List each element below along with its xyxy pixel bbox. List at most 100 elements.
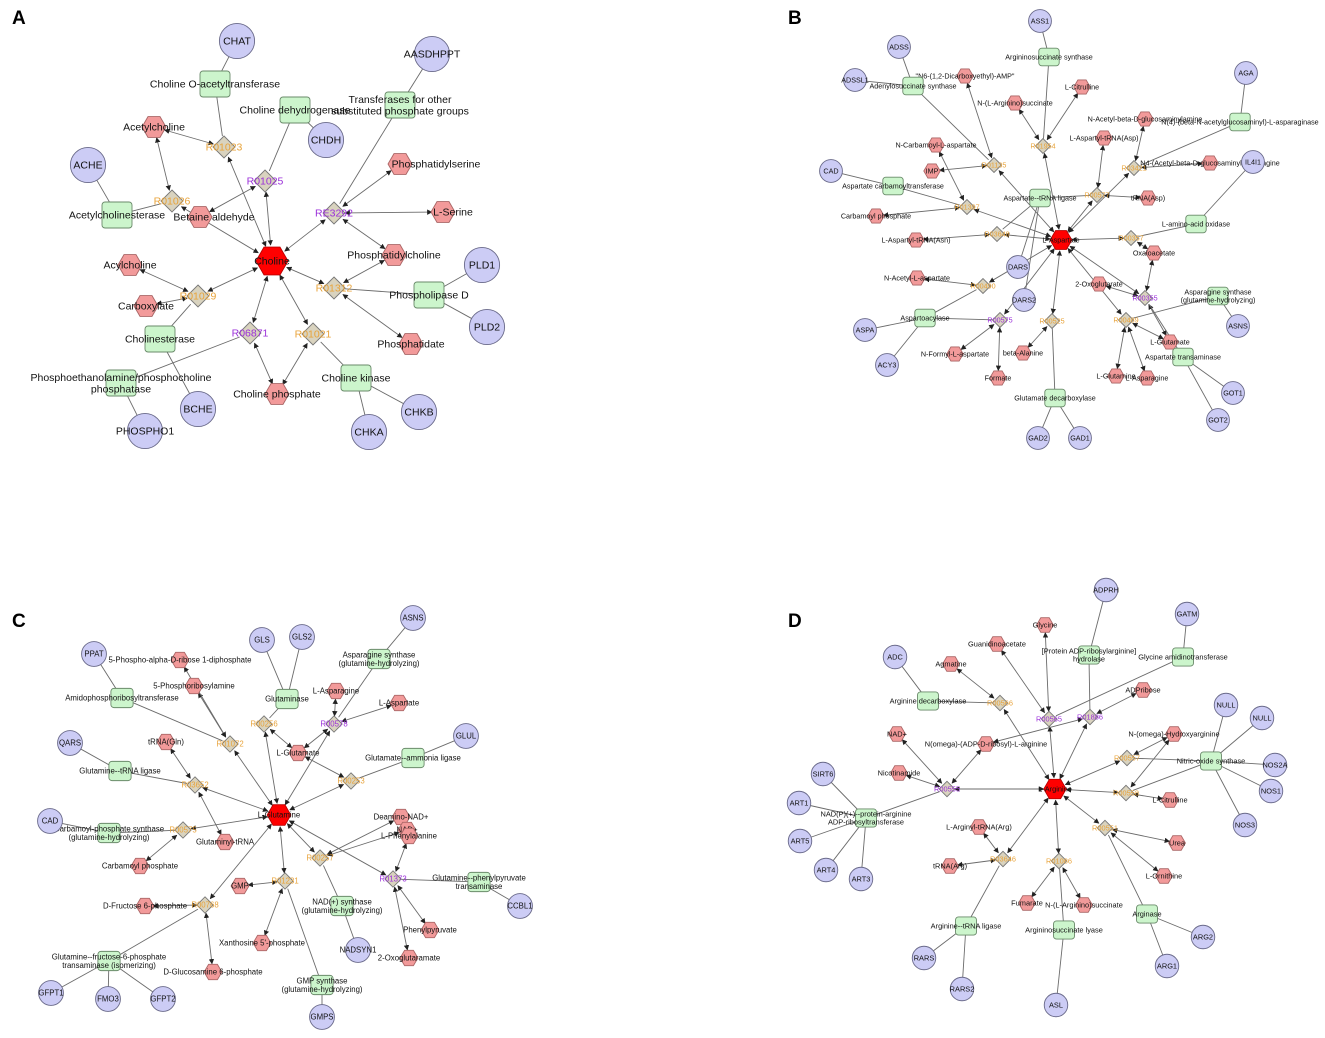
rxn-node-r_b12: R00489 <box>1113 311 1139 329</box>
edge-r_c6-glutamine <box>190 814 268 831</box>
edge-e_c4-r_c4 <box>129 772 188 784</box>
gene-circle <box>786 790 812 816</box>
gene-node-g_c10: GFPT1 <box>38 980 64 1006</box>
metabolite-label: 5-Phosphoribosylamine <box>153 682 234 691</box>
metabolite-label: Fumarate <box>1011 899 1043 908</box>
metabolite-hexagon <box>956 68 974 84</box>
metabolite-hexagon <box>398 333 424 355</box>
edge-g_c5-e_c4 <box>78 747 112 767</box>
edge-g_c3-e_c2 <box>288 646 301 690</box>
edge-r_b5-m_b10 <box>882 205 961 218</box>
enzyme-label: Argininosuccinate synthase <box>1005 53 1093 62</box>
edge-g_d14-e_d6 <box>930 931 960 953</box>
hub-label: L-Glutamine <box>258 811 300 820</box>
metabolite-hexagon <box>1073 79 1091 95</box>
metabolite-label: L-Ornithine <box>1146 872 1183 881</box>
metabolite-hexagon <box>1006 95 1024 111</box>
edge-e_a5-r_a5 <box>344 288 417 295</box>
met-node-m_a3: L-Serine <box>430 201 473 223</box>
edge-r_a4-m_a1 <box>155 137 171 191</box>
metabolite-label: Urea <box>1169 839 1186 848</box>
enzyme-label: Aspartate transaminase <box>1145 353 1221 362</box>
met-node-m_d5: NAD+ <box>887 726 907 742</box>
reaction-diamond <box>1081 708 1099 726</box>
metabolite-hexagon <box>264 383 290 405</box>
edge-g_d10-e_d5 <box>807 804 858 817</box>
reaction-label: R03646 <box>990 855 1016 864</box>
met-node-m_d14: Fumarate <box>1011 895 1043 911</box>
edge-e_b6-r_b7 <box>1138 225 1188 237</box>
enzyme-box <box>1172 347 1194 367</box>
met-node-m_d12: tRNA(Arg) <box>933 858 967 874</box>
edge-r_c10-m_c13 <box>152 902 198 909</box>
edge-g_a6-e_a5 <box>440 300 476 322</box>
gene-circle <box>949 976 975 1002</box>
rxn-node-r_b6: R03648 <box>984 225 1010 243</box>
edge-r_c5-m_c6 <box>304 756 345 778</box>
met-node-m_b7: IMP <box>923 163 941 179</box>
metabolite-label: L-Asparagine <box>313 687 359 696</box>
panel-a: CholineR01023R01025RE3292R01026R01312R01… <box>31 22 506 451</box>
edge-e_a4-r_a4 <box>129 203 162 213</box>
edge-r_a7-choline <box>252 275 269 324</box>
enz-node-e_a2: Choline dehydrogenase <box>240 96 351 124</box>
gene-label: PPAT <box>84 650 103 659</box>
edge-g_c12-e_c9 <box>116 966 156 994</box>
met-node-m_b5: L-Aspartyl-tRNA(Asp) <box>1069 130 1139 146</box>
metabolite-label: N-(omega)-Hydroxyarginine <box>1128 730 1219 739</box>
metabolite-label: L-Glutamate <box>277 749 320 758</box>
gene-circle <box>57 730 83 756</box>
enz-node-e_b6: L-amino-acid oxidase <box>1162 214 1230 234</box>
enzyme-box <box>902 76 924 96</box>
edge-e_d3-r_d2 <box>937 700 993 704</box>
metabolite-label: L-Aspartyl-tRNA(Asn) <box>881 236 950 245</box>
metabolite-label: Oxaloacetate <box>1133 249 1175 258</box>
gene-label: ART4 <box>817 866 836 875</box>
metabolite-hexagon <box>890 765 908 781</box>
met-node-m_b4: N-Acetyl-beta-D-glucosaminylamine <box>1088 111 1202 127</box>
edge-r_d9-m_d15 <box>1062 867 1081 899</box>
edge-r_a5-choline <box>286 266 325 285</box>
reaction-label: R00578 <box>320 720 347 729</box>
met-node-m_b14: N-Acetyl-L-aspartate <box>884 270 950 286</box>
reaction-diamond <box>276 872 294 890</box>
rxn-node-r_b1: R01954 <box>1030 137 1056 155</box>
gene-label: IL4I1 <box>1245 158 1261 167</box>
enzyme-box <box>1038 47 1060 67</box>
edge-r_a3-m_a2 <box>342 170 392 207</box>
rxn-node-r_c4: R03652 <box>181 776 209 794</box>
gene-node-g_b2: ADSS <box>887 35 911 59</box>
gene-label: CAD <box>823 167 838 176</box>
reaction-label: RE3292 <box>315 208 353 220</box>
enzyme-label: Cholinesterase <box>125 334 195 346</box>
enzyme-box <box>914 308 936 328</box>
metabolite-hexagon <box>117 254 143 276</box>
reaction-label: R00551 <box>1092 824 1118 833</box>
metabolite-hexagon <box>288 744 308 762</box>
metabolite-hexagon <box>1095 130 1113 146</box>
edge-g_c4-e_c3 <box>384 625 408 652</box>
metabolite-label: Phosphatidate <box>377 339 444 351</box>
metabolite-label: Carboxylate <box>118 301 174 313</box>
edge-r_c4-glutamine <box>202 786 269 812</box>
metabolite-label: Carbamoyl phosphate <box>102 862 178 871</box>
gene-node-g_c1: PPAT <box>81 641 107 667</box>
metabolite-hexagon <box>156 733 176 751</box>
edge-e_b7-r_b8 <box>932 289 977 315</box>
reaction-label: R01026 <box>154 196 191 208</box>
metabolite-hexagon <box>381 244 407 266</box>
gene-label: NADSYN1 <box>340 946 377 955</box>
rxn-node-r_d2: R00566 <box>987 694 1013 712</box>
edge-g_d5-e_d4 <box>1217 723 1256 756</box>
gene-node-g_b6: IL4I1 <box>1241 150 1265 174</box>
metabolite-label: NAD+ <box>887 730 907 739</box>
gene-circle <box>1174 601 1200 627</box>
gene-node-g_d7: NOS1 <box>1258 778 1284 804</box>
enz-node-e_c8: NAD(+) synthase(glutamine-hydrolyzing) <box>301 895 383 917</box>
gene-circle <box>1028 9 1052 33</box>
enz-node-e_b4: Aspartate carbamoyltransferase <box>842 176 944 196</box>
enz-node-e_b9: Aspartate transaminase <box>1145 347 1221 367</box>
rxn-node-r_b3: R03421 <box>1121 159 1147 177</box>
gene-circle <box>37 808 63 834</box>
reaction-diamond <box>988 225 1006 243</box>
